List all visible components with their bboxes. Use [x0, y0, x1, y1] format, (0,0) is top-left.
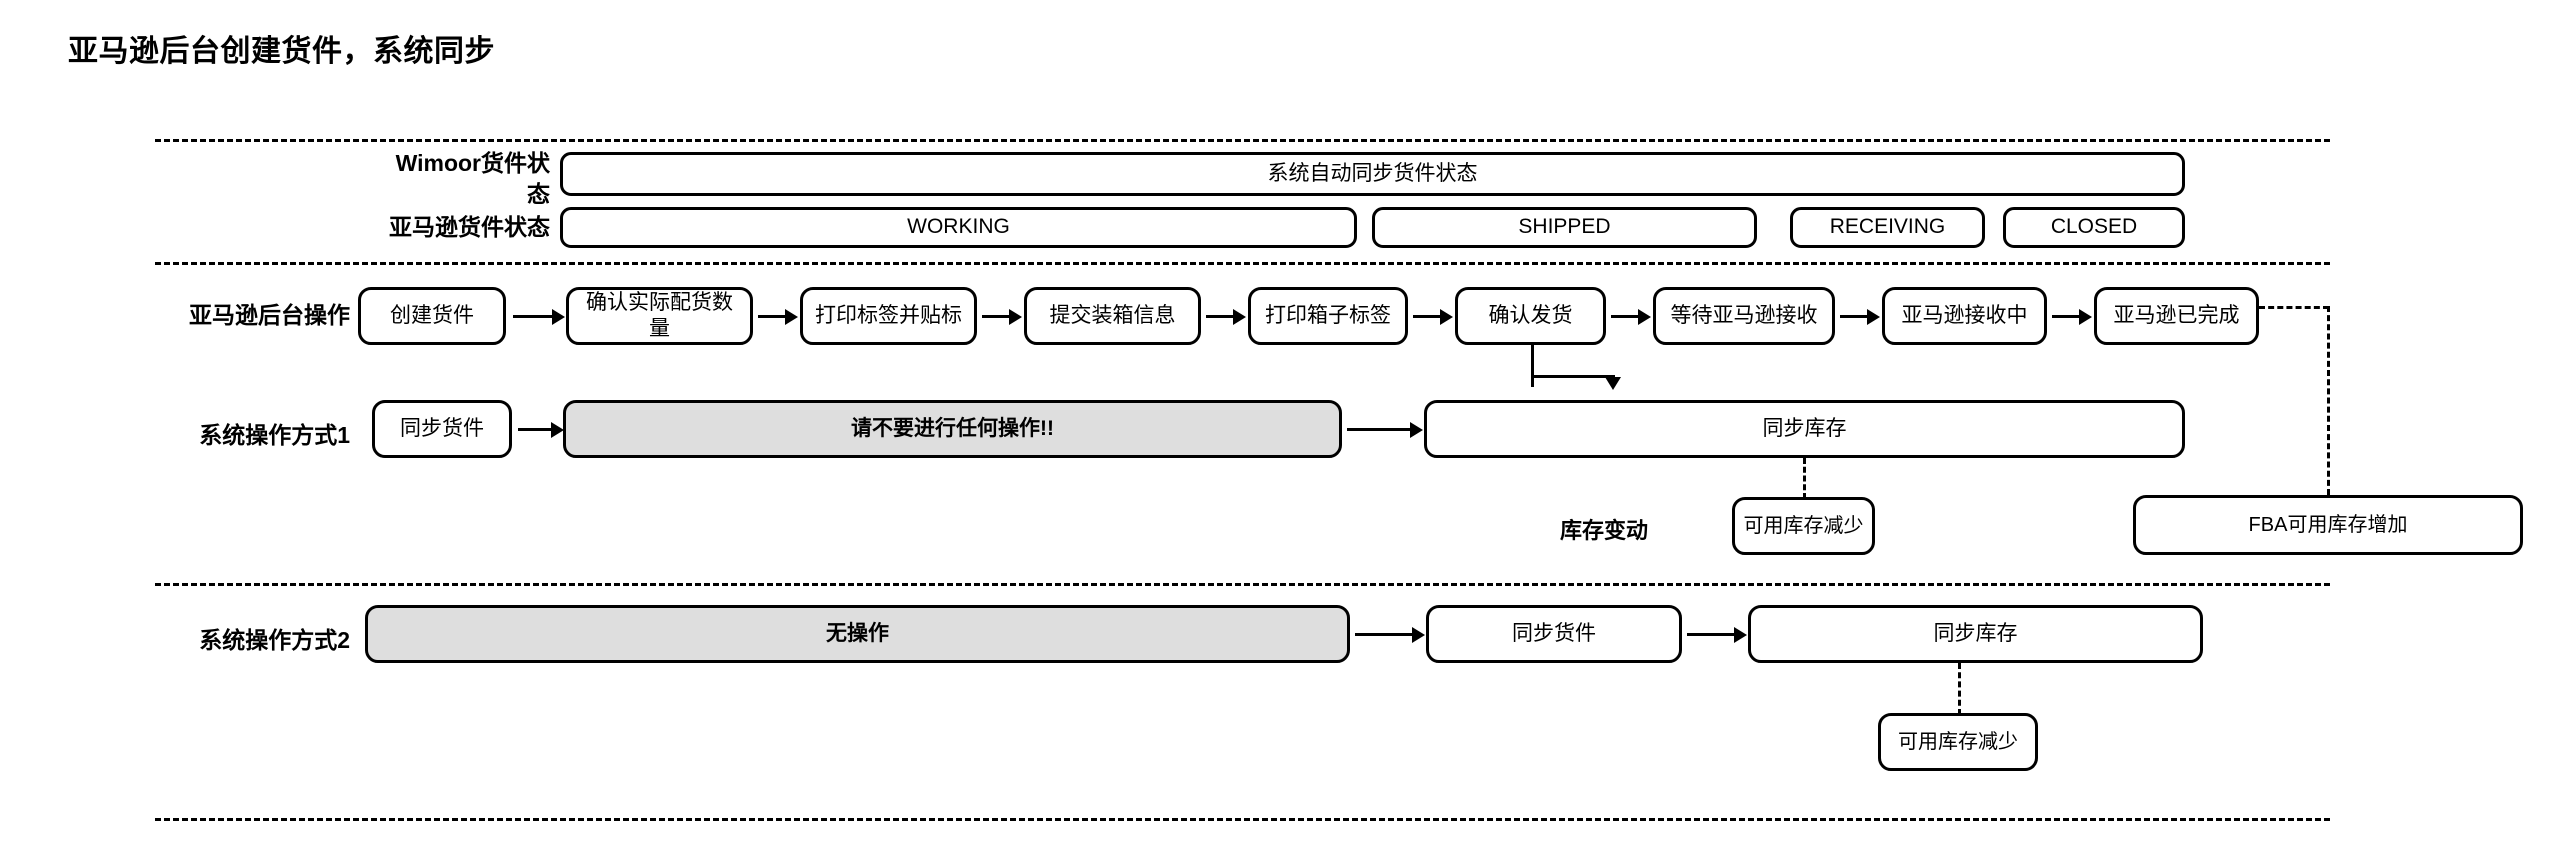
- wimoor-status-bar-label: 系统自动同步货件状态: [1267, 161, 1478, 185]
- mode1-step-no-operation-warning-label: 请不要进行任何操作!!: [851, 416, 1054, 440]
- backend-step-amazon-completed[interactable]: 亚马逊已完成: [2094, 287, 2259, 345]
- arrow-head-mode1-1: [551, 422, 564, 438]
- mode2-step-sync-shipment[interactable]: 同步货件: [1426, 605, 1682, 663]
- backend-step-await-amazon-receive-label: 等待亚马逊接收: [1670, 303, 1818, 327]
- backend-step-create-shipment[interactable]: 创建货件: [358, 287, 506, 345]
- amazon-status-closed-label: CLOSED: [2050, 215, 2138, 239]
- dashed-completed-to-fba-vertical: [2327, 306, 2330, 495]
- mode1-step-sync-inventory[interactable]: 同步库存: [1424, 400, 2185, 458]
- amazon-status-working[interactable]: WORKING: [560, 207, 1357, 248]
- separator-mode1-mode2: [155, 583, 2330, 586]
- arrow-backend-6: [1611, 315, 1641, 318]
- elbow-confirm-to-sync-vertical: [1531, 345, 1534, 387]
- arrow-head-backend-1: [552, 309, 565, 325]
- arrow-head-backend-5: [1440, 309, 1453, 325]
- backend-step-confirm-quantity-label: 确认实际配货数量: [586, 290, 733, 340]
- mode2-step-sync-shipment-label: 同步货件: [1512, 621, 1596, 645]
- dashed-sync-inventory-to-decrease-2: [1958, 663, 1961, 715]
- arrow-mode2-2: [1687, 633, 1737, 636]
- amazon-status-shipped[interactable]: SHIPPED: [1372, 207, 1757, 248]
- arrow-backend-4: [1206, 315, 1236, 318]
- page-title: 亚马逊后台创建货件，系统同步: [68, 35, 495, 68]
- dashed-completed-to-fba-horizontal: [2259, 306, 2329, 309]
- arrow-head-backend-3: [1009, 309, 1022, 325]
- mode1-step-sync-shipment-label: 同步货件: [400, 416, 484, 440]
- inventory-change-decrease-1-label: 可用库存减少: [1743, 514, 1864, 537]
- amazon-status-shipped-label: SHIPPED: [1518, 215, 1611, 239]
- separator-status-ops: [155, 262, 2330, 265]
- backend-step-submit-carton-info[interactable]: 提交装箱信息: [1024, 287, 1201, 345]
- row-label-system-mode-2: 系统操作方式2: [199, 627, 350, 653]
- mode2-step-sync-inventory-label: 同步库存: [1933, 621, 2018, 645]
- backend-step-print-box-label-label: 打印箱子标签: [1265, 303, 1391, 327]
- inventory-change-decrease-2-label: 可用库存减少: [1898, 730, 2018, 753]
- row-label-amazon-status: 亚马逊货件状态: [389, 214, 550, 240]
- arrow-backend-7: [1840, 315, 1870, 318]
- arrow-backend-5: [1413, 315, 1443, 318]
- arrow-head-backend-4: [1233, 309, 1246, 325]
- row-label-system-mode-1: 系统操作方式1: [199, 422, 350, 448]
- mode2-step-no-operation[interactable]: 无操作: [365, 605, 1350, 663]
- separator-top: [155, 139, 2330, 142]
- amazon-status-working-label: WORKING: [907, 215, 1010, 239]
- dashed-sync-inventory-to-decrease-1: [1803, 458, 1806, 499]
- arrow-head-confirm-to-sync: [1605, 377, 1621, 390]
- arrow-head-backend-6: [1638, 309, 1651, 325]
- inventory-change-decrease-1[interactable]: 可用库存减少: [1732, 497, 1875, 555]
- backend-step-print-box-label[interactable]: 打印箱子标签: [1248, 287, 1408, 345]
- arrow-mode1-2: [1347, 428, 1413, 431]
- arrow-head-mode2-1: [1412, 627, 1425, 643]
- backend-step-print-label-label: 打印标签并贴标: [815, 303, 962, 327]
- mode2-step-no-operation-label: 无操作: [826, 621, 889, 645]
- backend-step-amazon-receiving[interactable]: 亚马逊接收中: [1882, 287, 2047, 345]
- backend-step-submit-carton-info-label: 提交装箱信息: [1049, 303, 1176, 327]
- arrow-head-backend-8: [2079, 309, 2092, 325]
- inventory-change-fba-increase[interactable]: FBA可用库存增加: [2133, 495, 2523, 555]
- mode1-step-no-operation-warning[interactable]: 请不要进行任何操作!!: [563, 400, 1342, 458]
- arrow-backend-2: [758, 315, 788, 318]
- backend-step-amazon-receiving-label: 亚马逊接收中: [1901, 303, 2028, 327]
- arrow-head-backend-2: [785, 309, 798, 325]
- row-label-inventory-change: 库存变动: [1560, 518, 1649, 543]
- arrow-head-mode2-2: [1734, 627, 1747, 643]
- row-label-amazon-backend-ops: 亚马逊后台操作: [189, 302, 350, 328]
- arrow-head-mode1-2: [1410, 422, 1423, 438]
- elbow-confirm-to-sync-horizontal: [1531, 375, 1615, 378]
- backend-step-confirm-quantity[interactable]: 确认实际配货数量: [566, 287, 753, 345]
- arrow-mode2-1: [1355, 633, 1415, 636]
- inventory-change-fba-increase-label: FBA可用库存增加: [2248, 513, 2408, 536]
- mode1-step-sync-shipment[interactable]: 同步货件: [372, 400, 512, 458]
- amazon-status-receiving-label: RECEIVING: [1829, 215, 1946, 239]
- backend-step-confirm-shipping[interactable]: 确认发货: [1455, 287, 1606, 345]
- row-label-wimoor-status: Wimoor货件状 态: [395, 150, 550, 208]
- backend-step-print-label[interactable]: 打印标签并贴标: [800, 287, 977, 345]
- mode2-step-sync-inventory[interactable]: 同步库存: [1748, 605, 2203, 663]
- arrow-backend-1: [513, 315, 555, 318]
- mode1-step-sync-inventory-label: 同步库存: [1762, 416, 1847, 440]
- wimoor-status-bar[interactable]: 系统自动同步货件状态: [560, 152, 2185, 196]
- arrow-mode1-1: [518, 428, 554, 431]
- arrow-backend-3: [982, 315, 1012, 318]
- backend-step-confirm-shipping-label: 确认发货: [1488, 303, 1573, 327]
- backend-step-amazon-completed-label: 亚马逊已完成: [2113, 303, 2240, 327]
- amazon-status-receiving[interactable]: RECEIVING: [1790, 207, 1985, 248]
- separator-bottom: [155, 818, 2330, 821]
- backend-step-create-shipment-label: 创建货件: [390, 303, 474, 327]
- arrow-backend-8: [2052, 315, 2082, 318]
- backend-step-await-amazon-receive[interactable]: 等待亚马逊接收: [1653, 287, 1835, 345]
- arrow-head-backend-7: [1867, 309, 1880, 325]
- amazon-status-closed[interactable]: CLOSED: [2003, 207, 2185, 248]
- inventory-change-decrease-2[interactable]: 可用库存减少: [1878, 713, 2038, 771]
